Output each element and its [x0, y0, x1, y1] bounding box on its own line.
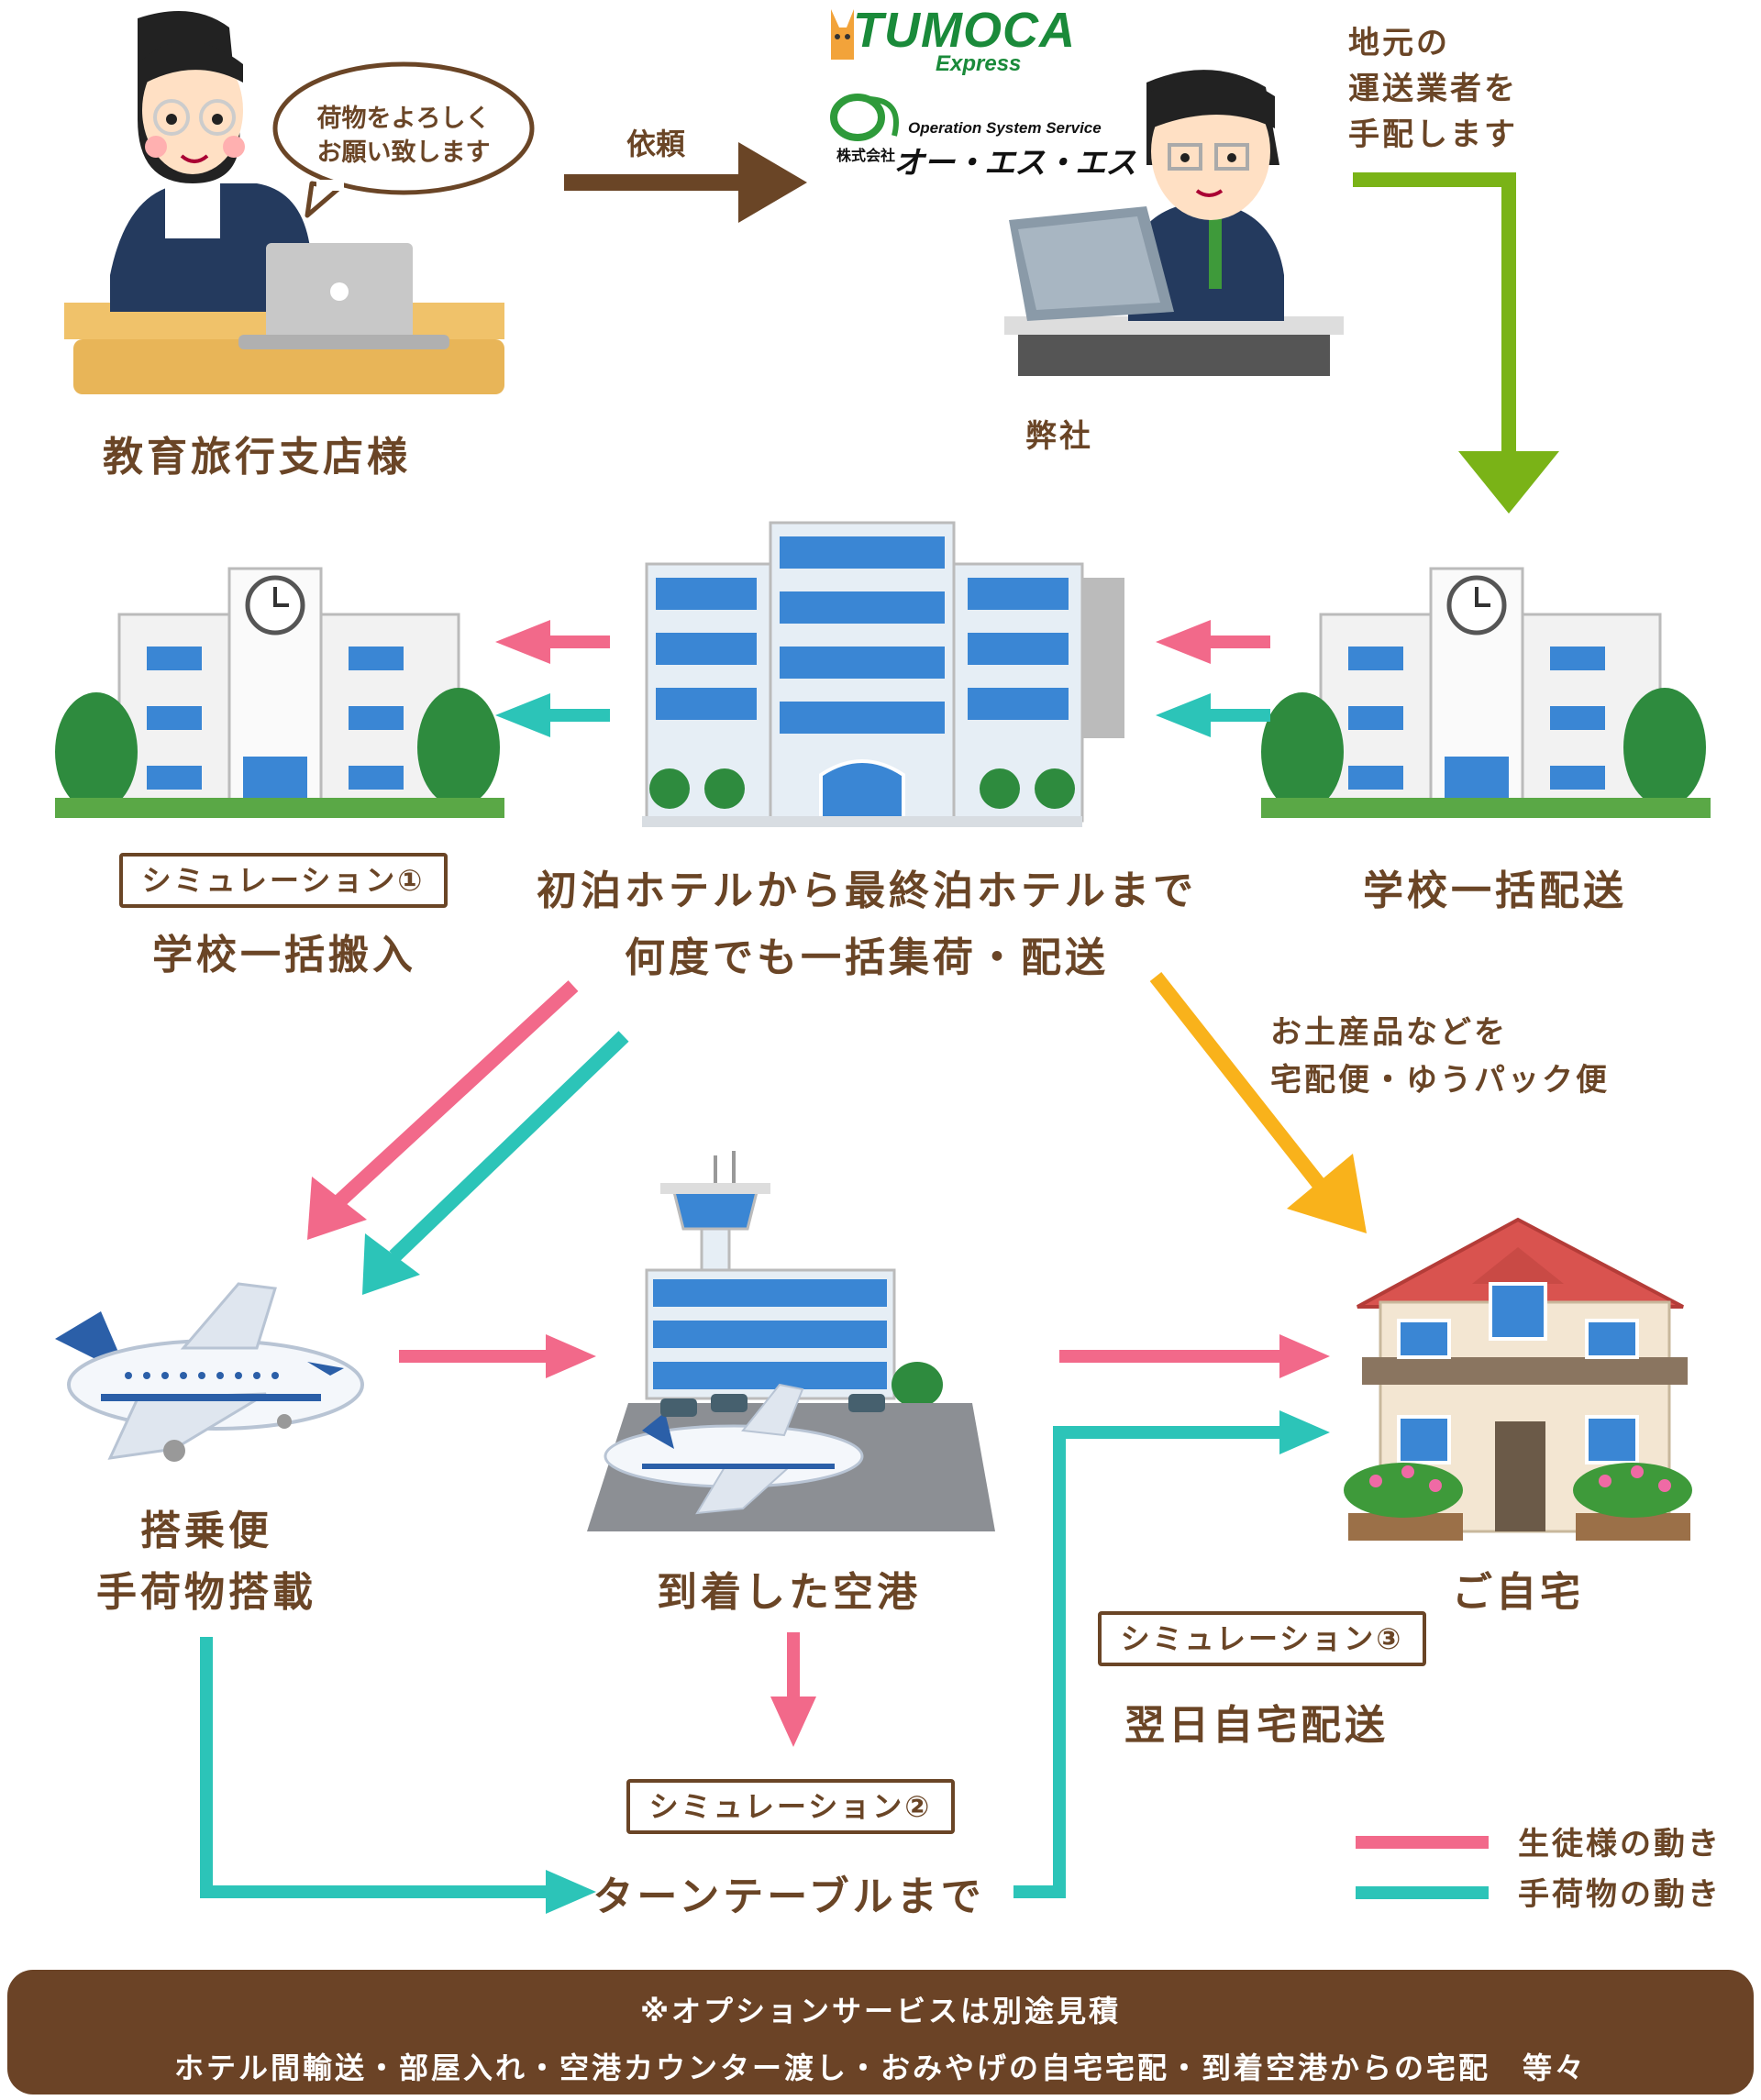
- school-left-label: 学校一括搬入: [152, 932, 416, 978]
- client-illustration: [64, 11, 504, 394]
- footer-box: ※オプションサービスは別途見積 ホテル間輸送・部屋入れ・空港カウンター渡し・おみ…: [7, 1970, 1754, 2094]
- school-right-illustration: [1261, 567, 1711, 818]
- plane-to-airport-arrow: [399, 1334, 596, 1378]
- legend-lines: [1356, 1836, 1489, 1899]
- hotel-sign-text: HOTEL: [1130, 602, 1157, 682]
- client-label: 教育旅行支店様: [103, 434, 411, 481]
- simulation-3-box: シミュレーション③: [1098, 1611, 1426, 1666]
- hotel-label-line-2: 何度でも一括集荷・配送: [625, 934, 1109, 981]
- souvenir-line-1: お土産品などを: [1270, 1014, 1508, 1051]
- oss-logo-mark-icon: [830, 90, 903, 145]
- plane-label-line-1: 搭乗便: [140, 1508, 272, 1554]
- fox-mascot-icon: [828, 5, 856, 78]
- souvenir-text: お土産品などを 宅配便・ゆうパック便: [1270, 1009, 1610, 1104]
- footer-line-1: ※オプションサービスは別途見積: [639, 1994, 1122, 2028]
- oss-logo-english: Operation System Service: [908, 119, 1102, 137]
- hotel-label-line-1: 初泊ホテルから最終泊ホテルまで: [537, 868, 1197, 914]
- tumoca-logo: TUMOCA: [853, 3, 1076, 58]
- plane-to-turntable-arrow: [200, 1637, 596, 1914]
- arrange-line-1: 地元の: [1348, 25, 1450, 61]
- speech-bubble: 荷物をよろしく お願い致します: [272, 61, 535, 218]
- arrange-line-3: 手配します: [1348, 116, 1518, 153]
- arrange-text: 地元の 運送業者を 手配します: [1348, 20, 1518, 158]
- plane-illustration: [55, 1282, 364, 1462]
- home-illustration: [1344, 1217, 1692, 1541]
- speech-line-2: お願い致します: [317, 138, 491, 167]
- tumoca-logo-sub: Express: [936, 51, 1022, 76]
- school-left-illustration: [55, 567, 504, 818]
- souvenir-arrow: [1149, 972, 1367, 1233]
- hotel-illustration: HOTEL: [642, 521, 1157, 827]
- airport-down-arrow: [770, 1632, 816, 1747]
- simulation-1-box: シミュレーション①: [119, 853, 448, 908]
- to-plane-arrows: [307, 980, 629, 1295]
- airport-to-home-arrows: [1013, 1334, 1330, 1898]
- arrange-arrow: [1353, 172, 1559, 514]
- legend-luggage-label: 手荷物の動き: [1518, 1876, 1722, 1913]
- request-label: 依頼: [626, 127, 686, 161]
- simulation-2-box: シミュレーション②: [626, 1779, 955, 1834]
- turntable-label: ターンテーブルまで: [593, 1873, 985, 1920]
- next-day-delivery-label: 翌日自宅配送: [1124, 1702, 1389, 1749]
- speech-line-1: 荷物をよろしく: [317, 105, 491, 133]
- souvenir-line-2: 宅配便・ゆうパック便: [1270, 1062, 1610, 1099]
- hotel-flow-arrows: [495, 620, 1270, 737]
- footer-line-2: ホテル間輸送・部屋入れ・空港カウンター渡し・おみやげの自宅宅配・到着空港からの宅…: [173, 2050, 1587, 2085]
- airport-illustration: [587, 1151, 995, 1531]
- legend-student-label: 生徒様の動き: [1518, 1826, 1722, 1862]
- company-staff-illustration: [1004, 70, 1344, 376]
- request-arrow: 依頼: [564, 127, 807, 223]
- airport-label: 到着した空港: [657, 1569, 921, 1616]
- oss-logo-kaisha: 株式会社: [836, 149, 896, 164]
- oss-logo-name: オー・エス・エス: [893, 146, 1136, 181]
- home-label: ご自宅: [1452, 1569, 1584, 1616]
- arrange-line-2: 運送業者を: [1348, 71, 1518, 107]
- plane-label-line-2: 手荷物搭載: [96, 1569, 316, 1616]
- school-right-label: 学校一括配送: [1363, 868, 1627, 914]
- company-label: 弊社: [1025, 418, 1093, 455]
